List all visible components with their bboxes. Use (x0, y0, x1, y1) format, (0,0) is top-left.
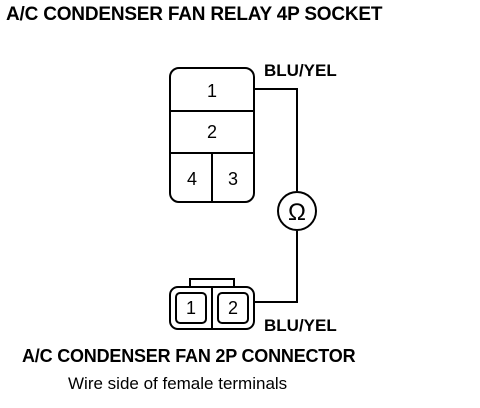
connector-cavity-1 (175, 292, 207, 324)
relay-socket-title: A/C CONDENSER FAN RELAY 4P SOCKET (6, 4, 383, 25)
wire-upper (254, 88, 298, 191)
connector-lock-tab (189, 278, 235, 287)
fan-connector (169, 278, 255, 330)
relay-socket (169, 67, 255, 203)
test-wire (254, 88, 298, 303)
ohmmeter: Ω (277, 191, 317, 231)
ohm-symbol-icon: Ω (288, 199, 306, 226)
relay-terminal-3: 3 (228, 169, 238, 189)
wire-color-label-bottom: BLU/YEL (264, 316, 337, 335)
ohmmeter-circle (277, 191, 317, 231)
wire-color-label-top: BLU/YEL (264, 61, 337, 80)
connector-cavity-2 (217, 292, 249, 324)
connector-subtitle: Wire side of female terminals (68, 374, 288, 393)
wire-lower (254, 231, 298, 303)
relay-terminal-2: 2 (207, 122, 217, 142)
relay-terminal-4: 4 (187, 169, 197, 189)
relay-terminal-1: 1 (207, 81, 217, 101)
connector-title: A/C CONDENSER FAN 2P CONNECTOR (22, 346, 356, 366)
connector-terminal-2: 2 (228, 298, 238, 318)
connector-terminal-1: 1 (186, 298, 196, 318)
